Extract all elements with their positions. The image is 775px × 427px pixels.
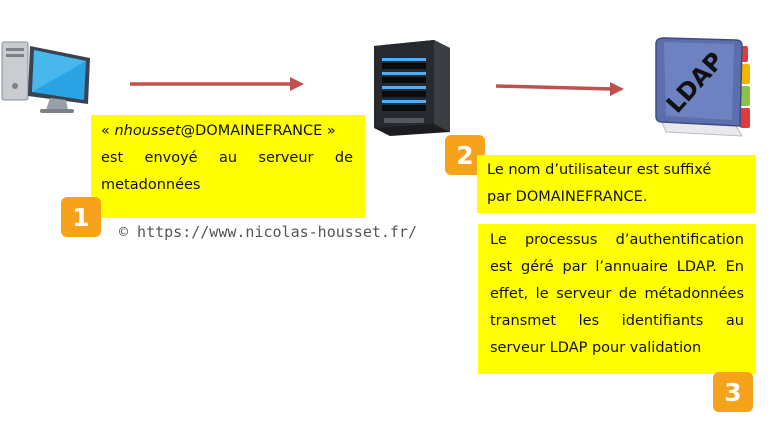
step-3-line-5: serveur LDAP pour validation [490, 340, 702, 356]
ldap-book-icon: LDAP [655, 37, 750, 137]
arrow-server-to-ldap [495, 82, 624, 96]
step-3-line-4: transmet les identifiants au [490, 313, 744, 329]
step-2-line-1: Le nom d’utilisateur est suffixé [487, 162, 712, 178]
step-3-badge: 3 [713, 372, 753, 412]
computer-icon [1, 41, 90, 113]
step-1-line-3: metadonnées [101, 177, 201, 193]
step-1-note: « nhousset@DOMAINEFRANCE » est envoyé au… [91, 115, 365, 218]
server-icon [374, 40, 450, 136]
copyright-credit: © https://www.nicolas-housset.fr/ [119, 223, 418, 241]
arrow-client-to-server [130, 77, 304, 91]
step-2-note: Le nom d’utilisateur est suffixé par DOM… [477, 155, 756, 213]
step-1-username: nhousset [114, 123, 181, 139]
step-3-line-2: est géré par l’annuaire LDAP. En [490, 259, 744, 275]
step-3-line-1: Le processus d’authentification [490, 232, 744, 248]
step-1-badge: 1 [61, 197, 101, 237]
step-1-line-2: est envoyé au serveur de [101, 150, 353, 166]
step-3-line-3: effet, le serveur de métadonnées [490, 286, 744, 302]
step-2-line-2: par DOMAINEFRANCE. [487, 189, 648, 205]
step-1-line-1: « nhousset@DOMAINEFRANCE » [101, 123, 336, 139]
step-3-note: Le processus d’authentification est géré… [478, 224, 756, 374]
